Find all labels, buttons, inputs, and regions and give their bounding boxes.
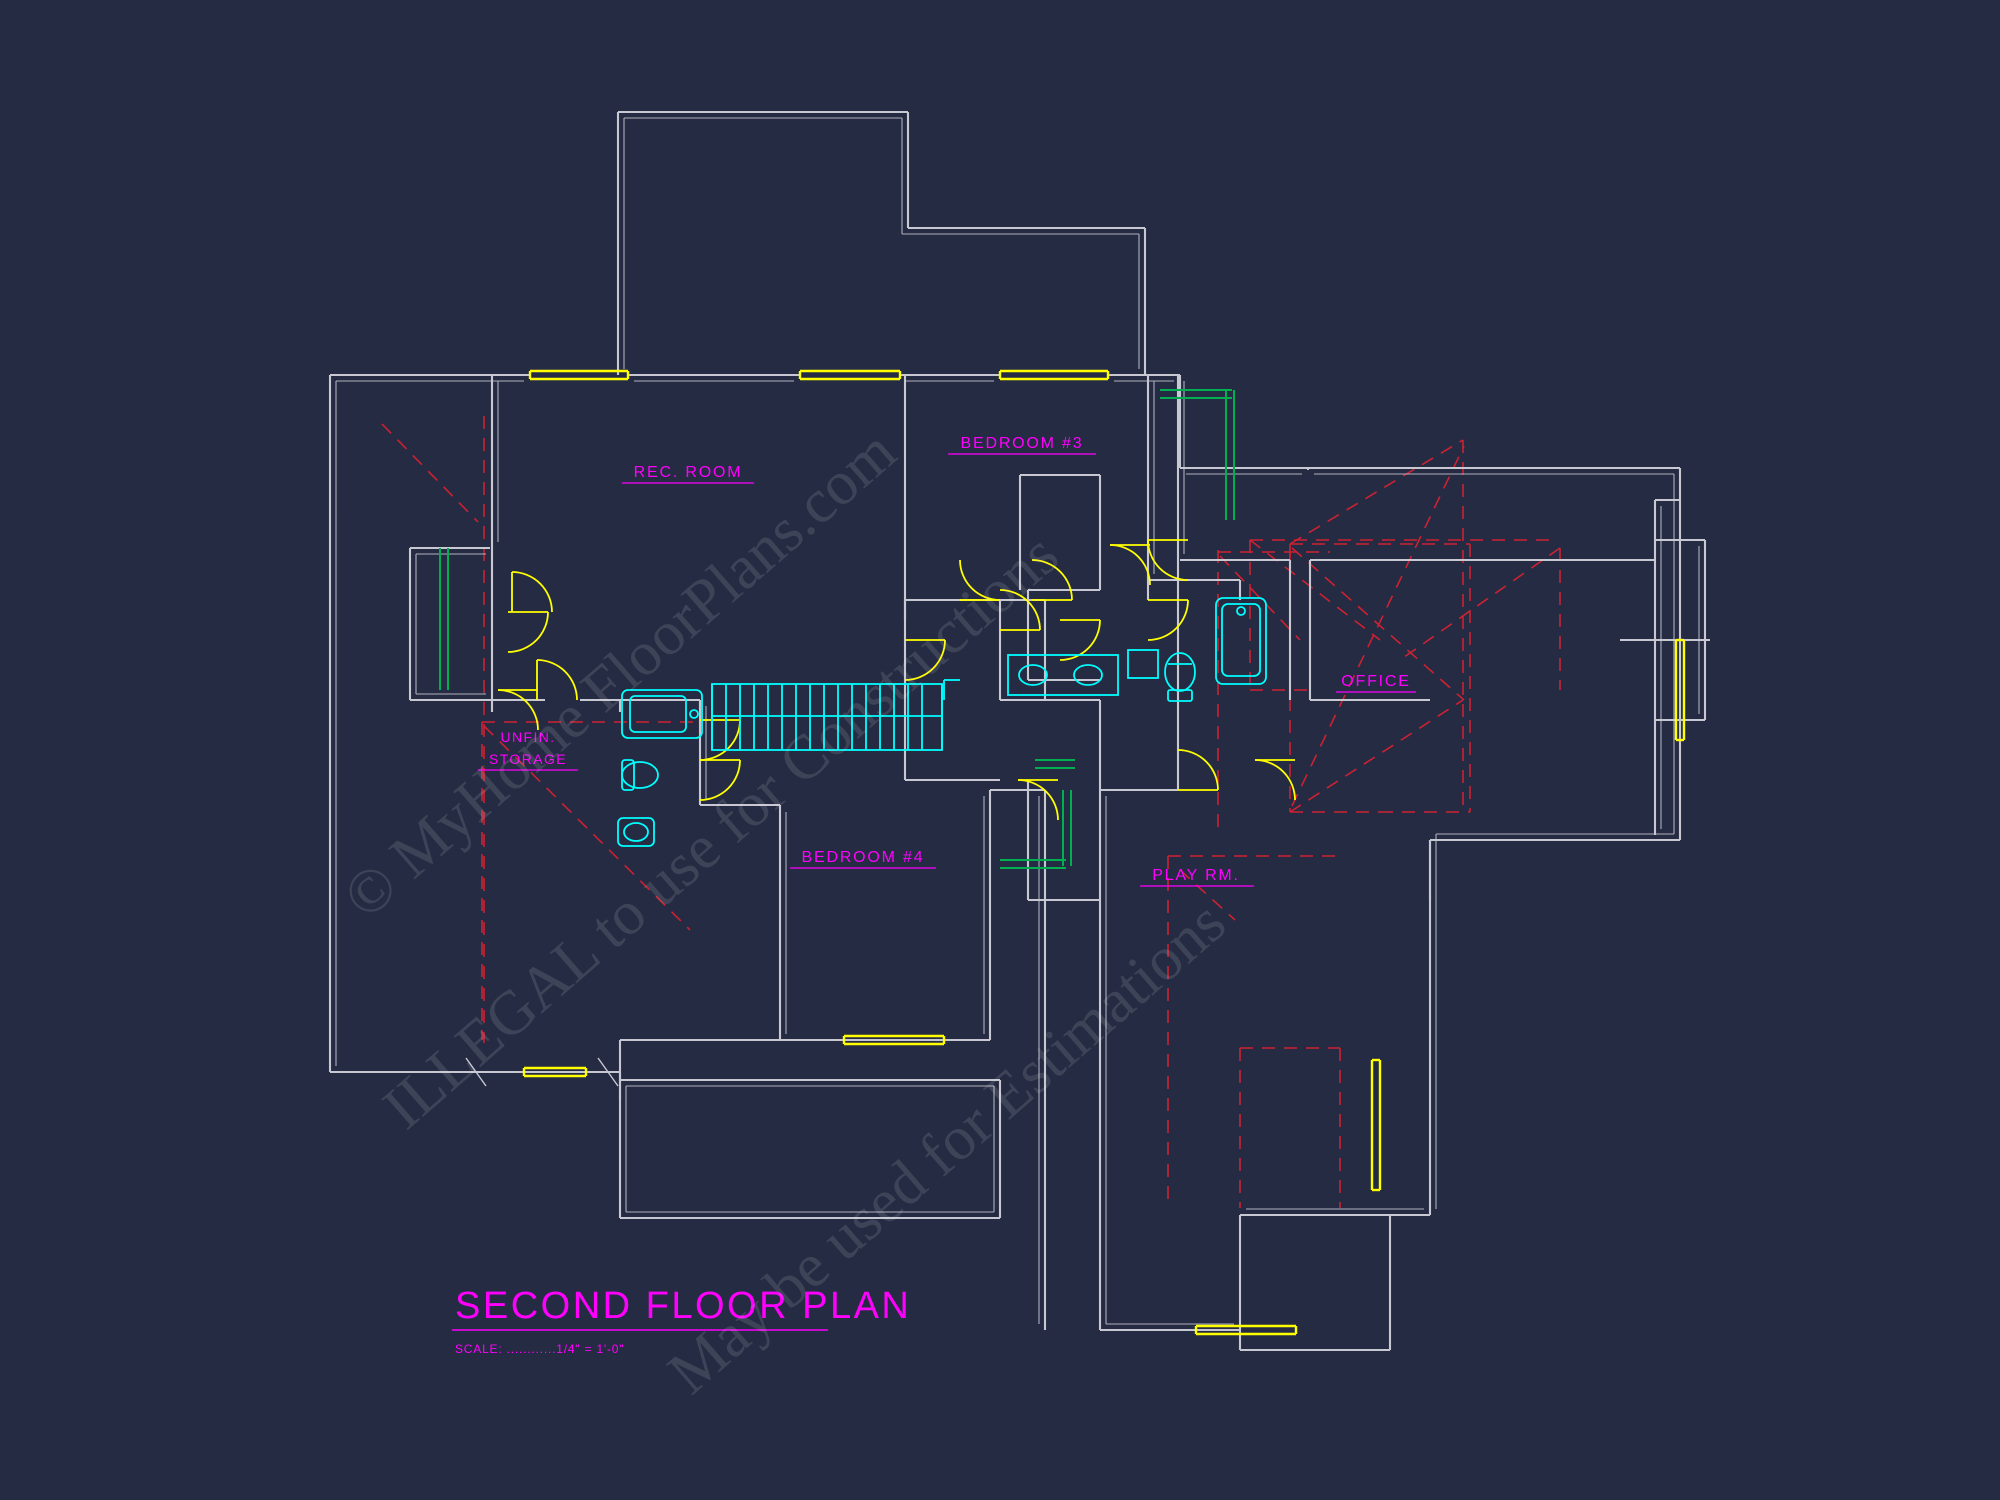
room-label-group: REC. ROOM BEDROOM #3 OFFICE UNFIN. STORA…	[478, 435, 1416, 887]
hidden-line-group	[381, 416, 1561, 1208]
room-label-storage: STORAGE	[489, 751, 567, 767]
window-group	[522, 369, 1686, 1336]
plan-scale: SCALE: ............1/4" = 1'-0"	[455, 1342, 624, 1356]
break-marks	[465, 1057, 619, 1087]
fixture-group	[617, 597, 1267, 847]
room-label-unfin: UNFIN.	[500, 729, 555, 745]
title-block: SECOND FLOOR PLAN SCALE: ............1/4…	[452, 1285, 911, 1356]
room-label-rec-room: REC. ROOM	[634, 464, 743, 481]
room-label-bedroom-4: BEDROOM #4	[802, 849, 925, 866]
room-label-play-room: PLAY RM.	[1152, 867, 1240, 884]
room-label-office: OFFICE	[1341, 673, 1410, 690]
wall-group	[328, 110, 1710, 1352]
wall-inner-lines	[335, 117, 1700, 1325]
room-label-bedroom-3: BEDROOM #3	[961, 435, 1084, 452]
door-group	[497, 539, 1296, 821]
plan-title: SECOND FLOOR PLAN	[455, 1285, 911, 1327]
closet-shelf-group	[439, 389, 1235, 869]
